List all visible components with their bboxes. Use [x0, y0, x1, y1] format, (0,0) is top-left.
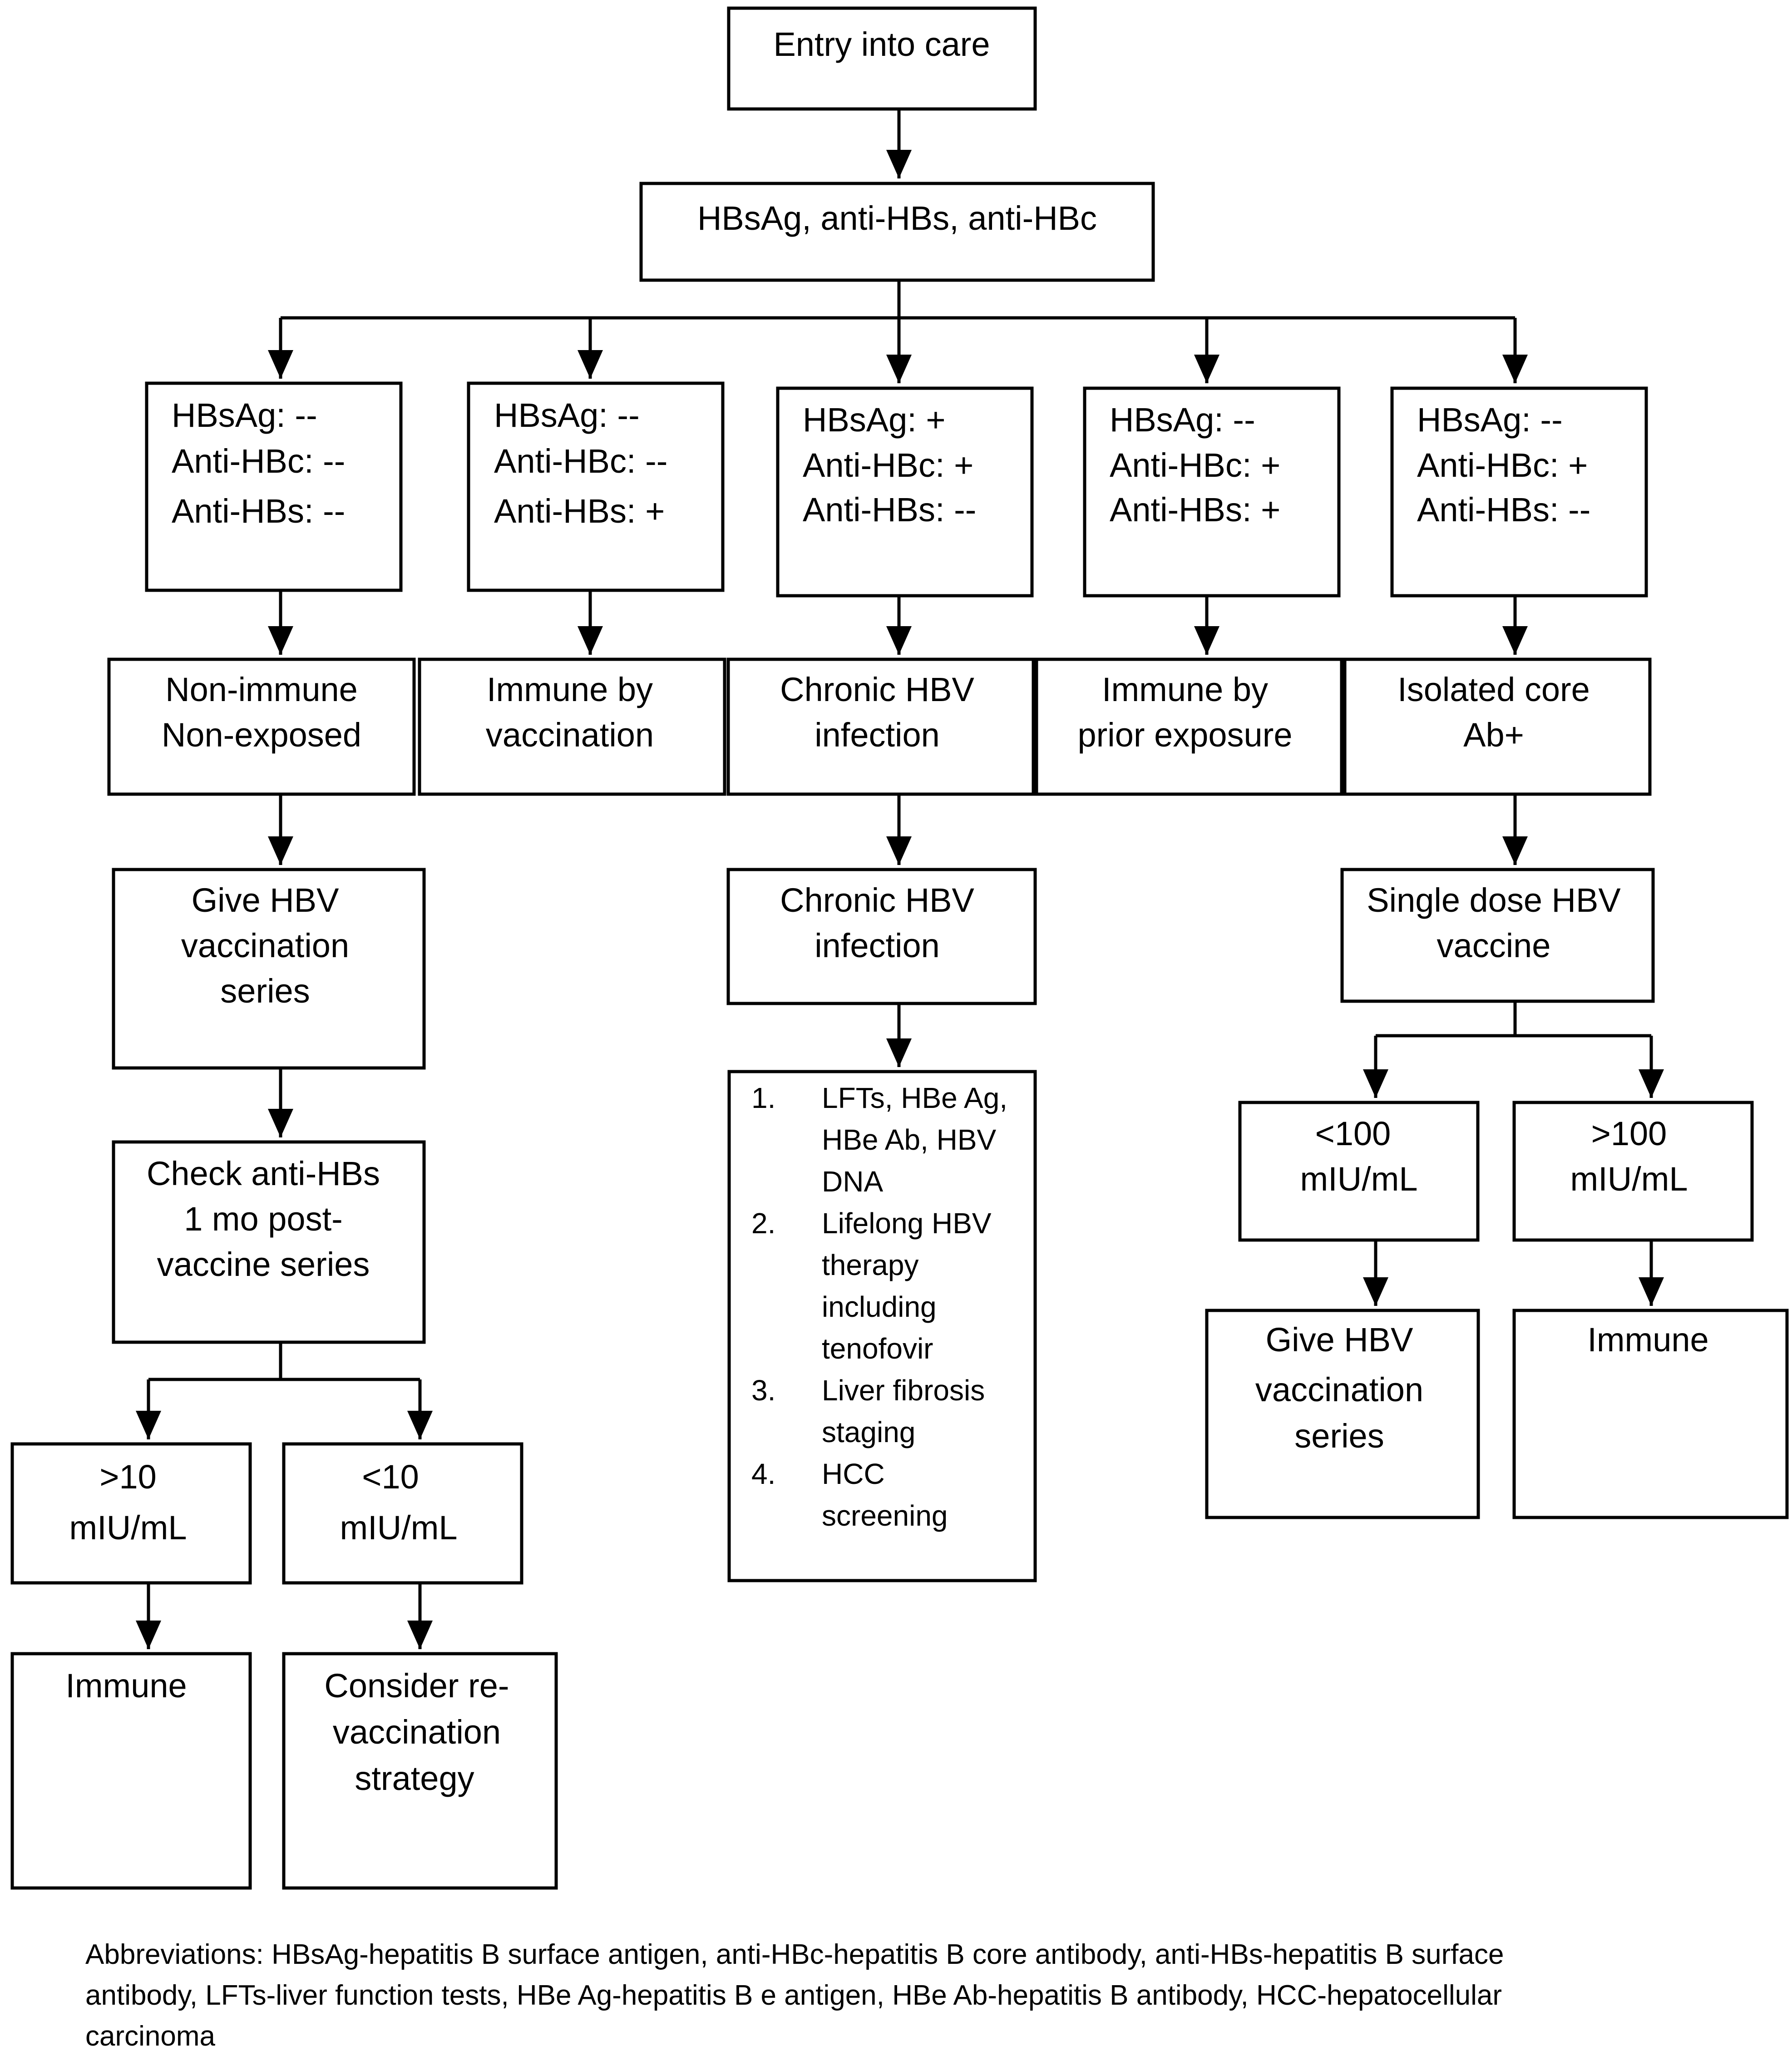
abbreviation-line: Abbreviations: HBsAg-hepatitis B surface…	[85, 1939, 1504, 1970]
abbreviation-line: carcinoma	[85, 2021, 216, 2051]
chronic-hbv-box: Chronic HBV infection	[726, 868, 1037, 1005]
status-line: infection	[815, 716, 940, 754]
serology-box-2: HBsAg: -- Anti-HBc: -- Anti-HBs: +	[467, 381, 725, 592]
step-line: staging	[822, 1416, 915, 1448]
box-line: Chronic HBV	[780, 881, 974, 919]
step-number: 1.	[751, 1082, 775, 1114]
box-line: 1 mo post-	[184, 1200, 343, 1238]
entry-label: Entry into care	[773, 25, 990, 63]
step-line: DNA	[822, 1165, 883, 1198]
tests-box: HBsAg, anti-HBs, anti-HBc	[639, 182, 1155, 282]
box-line: <100	[1315, 1115, 1391, 1152]
step-line: Lifelong HBV	[822, 1207, 992, 1240]
box-line: strategy	[355, 1759, 474, 1797]
check-antihbs-box: Check anti-HBs 1 mo post- vaccine series	[112, 1140, 426, 1344]
abbreviation-line: antibody, LFTs-liver function tests, HBe…	[85, 1980, 1502, 2011]
status-box-1: Non-immune Non-exposed	[107, 657, 416, 796]
step-line: LFTs, HBe Ag,	[822, 1082, 1007, 1114]
revaccination-box: Consider re- vaccination strategy	[282, 1652, 558, 1890]
status-box-2: Immune by vaccination	[418, 657, 726, 796]
serology-box-1: HBsAg: -- Anti-HBc: -- Anti-HBs: --	[145, 381, 403, 592]
serology-antihbc: Anti-HBc: --	[494, 442, 667, 480]
serology-antihbc: Anti-HBc: +	[1110, 446, 1280, 484]
serology-antihbs: Anti-HBs: --	[803, 491, 976, 529]
give-vaccination-box: Give HBV vaccination series	[112, 868, 426, 1070]
box-line: Immune	[1587, 1321, 1708, 1359]
serology-antihbc: Anti-HBc: +	[1417, 446, 1588, 484]
serology-hbsag: HBsAg: --	[494, 396, 640, 434]
box-line: mIU/mL	[340, 1509, 458, 1547]
immune-box-left: Immune	[10, 1652, 252, 1890]
step-line: HBe Ab, HBV	[822, 1123, 997, 1156]
status-line: vaccination	[486, 716, 654, 754]
box-line: Give HBV	[192, 881, 340, 919]
step-line: screening	[822, 1499, 948, 1532]
box-line: vaccine	[1437, 927, 1551, 964]
box-line: Check anti-HBs	[147, 1155, 380, 1192]
status-line: Immune by	[1102, 671, 1268, 708]
step-number: 2.	[751, 1207, 775, 1240]
serology-antihbs: Anti-HBs: +	[494, 492, 665, 530]
serology-antihbc: Anti-HBc: +	[803, 446, 973, 484]
serology-antihbc: Anti-HBc: --	[172, 442, 345, 480]
box-line: series	[220, 972, 310, 1010]
step-number: 3.	[751, 1374, 775, 1407]
give-vaccination-box-right: Give HBV vaccination series	[1205, 1309, 1480, 1519]
entry-box: Entry into care	[727, 6, 1037, 111]
status-line: Non-exposed	[162, 716, 361, 754]
status-box-3: Chronic HBV infection	[726, 657, 1035, 796]
status-line: Chronic HBV	[780, 671, 974, 708]
step-line: Liver fibrosis	[822, 1374, 985, 1407]
serology-antihbs: Anti-HBs: +	[1110, 491, 1280, 529]
serology-box-4: HBsAg: -- Anti-HBc: + Anti-HBs: +	[1083, 386, 1341, 598]
status-line: Non-immune	[165, 671, 358, 708]
serology-hbsag: HBsAg: --	[1110, 401, 1255, 439]
step-number: 4.	[751, 1458, 775, 1490]
box-line: vaccine series	[157, 1245, 370, 1283]
gt10-box: >10 mIU/mL	[10, 1442, 252, 1585]
serology-hbsag: HBsAg: +	[803, 401, 946, 439]
status-line: Immune by	[487, 671, 653, 708]
step-line: HCC	[822, 1458, 885, 1490]
step-line: including	[822, 1290, 937, 1323]
abbreviations-note: Abbreviations: HBsAg-hepatitis B surface…	[85, 1939, 1504, 2051]
box-line: mIU/mL	[1570, 1160, 1688, 1198]
box-line: vaccination	[333, 1713, 501, 1751]
box-line: >10	[99, 1458, 157, 1496]
box-line: >100	[1591, 1115, 1667, 1152]
box-line: vaccination	[181, 927, 349, 964]
box-line: series	[1294, 1417, 1384, 1455]
single-dose-box: Single dose HBV vaccine	[1340, 868, 1655, 1003]
status-line: Ab+	[1463, 716, 1524, 754]
serology-box-5: HBsAg: -- Anti-HBc: + Anti-HBs: --	[1390, 386, 1648, 598]
serology-hbsag: HBsAg: --	[1417, 401, 1563, 439]
box-line: Immune	[65, 1667, 187, 1705]
management-steps-box: 1. LFTs, HBe Ag, HBe Ab, HBV DNA 2. Life…	[727, 1070, 1037, 1582]
status-line: prior exposure	[1077, 716, 1292, 754]
serology-antihbs: Anti-HBs: --	[1417, 491, 1590, 529]
box-line: Give HBV	[1266, 1321, 1414, 1359]
step-line: therapy	[822, 1249, 918, 1281]
box-line: Single dose HBV	[1367, 881, 1621, 919]
connectors	[136, 109, 1664, 1649]
box-line: <10	[362, 1458, 419, 1496]
serology-box-3: HBsAg: + Anti-HBc: + Anti-HBs: --	[776, 386, 1034, 598]
status-box-4: Immune by prior exposure	[1035, 657, 1343, 796]
status-line: Isolated core	[1397, 671, 1590, 708]
box-line: infection	[815, 927, 940, 964]
box-line: Consider re-	[324, 1667, 509, 1705]
box-line: mIU/mL	[1300, 1160, 1418, 1198]
box-line: vaccination	[1255, 1371, 1423, 1409]
lt100-box: <100 mIU/mL	[1238, 1101, 1480, 1242]
immune-box-right: Immune	[1512, 1309, 1789, 1519]
box-line: mIU/mL	[69, 1509, 187, 1547]
step-line: tenofovir	[822, 1332, 933, 1365]
tests-label: HBsAg, anti-HBs, anti-HBc	[697, 199, 1097, 237]
serology-hbsag: HBsAg: --	[172, 396, 317, 434]
gt100-box: >100 mIU/mL	[1512, 1101, 1754, 1242]
lt10-box: <10 mIU/mL	[282, 1442, 523, 1585]
status-box-5: Isolated core Ab+	[1343, 657, 1652, 796]
serology-antihbs: Anti-HBs: --	[172, 492, 345, 530]
